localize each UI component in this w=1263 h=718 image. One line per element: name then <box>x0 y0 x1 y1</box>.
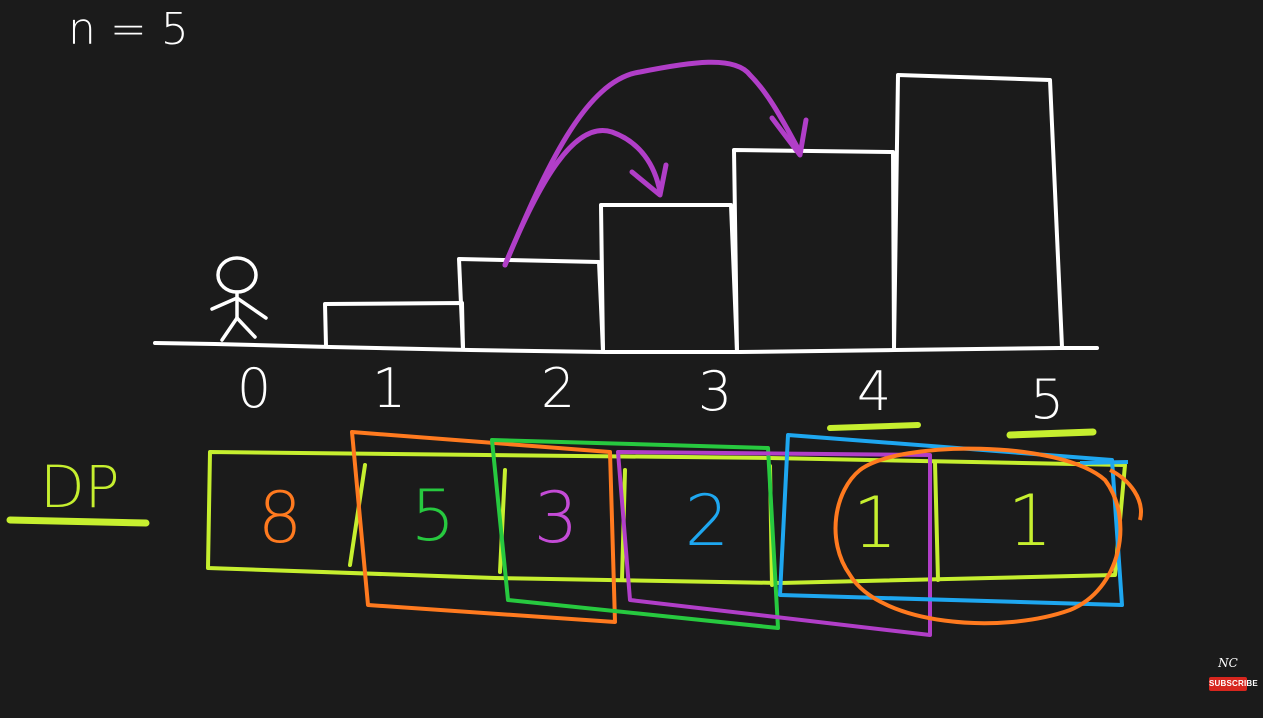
purple-highlight-box <box>616 450 932 637</box>
dp-value-5: 1 <box>1008 480 1053 562</box>
underline-step-5 <box>1006 428 1097 439</box>
step-4 <box>732 148 896 354</box>
step-label-4: 4 <box>857 360 891 423</box>
jump-arrow-two-steps <box>502 59 803 268</box>
jump-arrow-one-step <box>502 128 663 268</box>
dp-value-0: 8 <box>258 477 303 559</box>
dp-value-1: 5 <box>411 475 456 557</box>
dp-value-3: 2 <box>685 480 730 562</box>
step-label-1: 1 <box>372 357 406 420</box>
dp-label: DP <box>40 453 120 521</box>
dp-value-4: 1 <box>853 482 898 564</box>
channel-logo: NC <box>1218 656 1238 670</box>
step-label-2: 2 <box>541 357 575 420</box>
arrowhead-two-steps <box>769 115 809 158</box>
step-1 <box>323 301 465 351</box>
stick-figure <box>210 256 268 342</box>
orange-circle <box>833 446 1143 626</box>
underline-step-4 <box>827 422 921 431</box>
jump-arrows <box>502 59 809 268</box>
problem-size-label: n = 5 <box>68 4 189 55</box>
step-5 <box>892 73 1064 351</box>
ground-line <box>153 341 1099 354</box>
orange-highlight-box <box>350 430 617 624</box>
step-label-3: 3 <box>698 360 732 423</box>
arrowhead-one-step <box>629 162 669 198</box>
subscribe-button[interactable]: SUBSCRIBE <box>1209 677 1258 691</box>
step-3 <box>599 203 739 354</box>
dp-label-underline <box>6 516 150 527</box>
step-label-0: 0 <box>237 357 271 420</box>
green-highlight-box <box>490 438 780 630</box>
dp-array <box>206 450 1127 587</box>
step-2 <box>457 257 605 353</box>
dp-value-2: 3 <box>534 477 579 559</box>
staircase <box>323 73 1064 354</box>
step-label-5: 5 <box>1030 368 1064 431</box>
